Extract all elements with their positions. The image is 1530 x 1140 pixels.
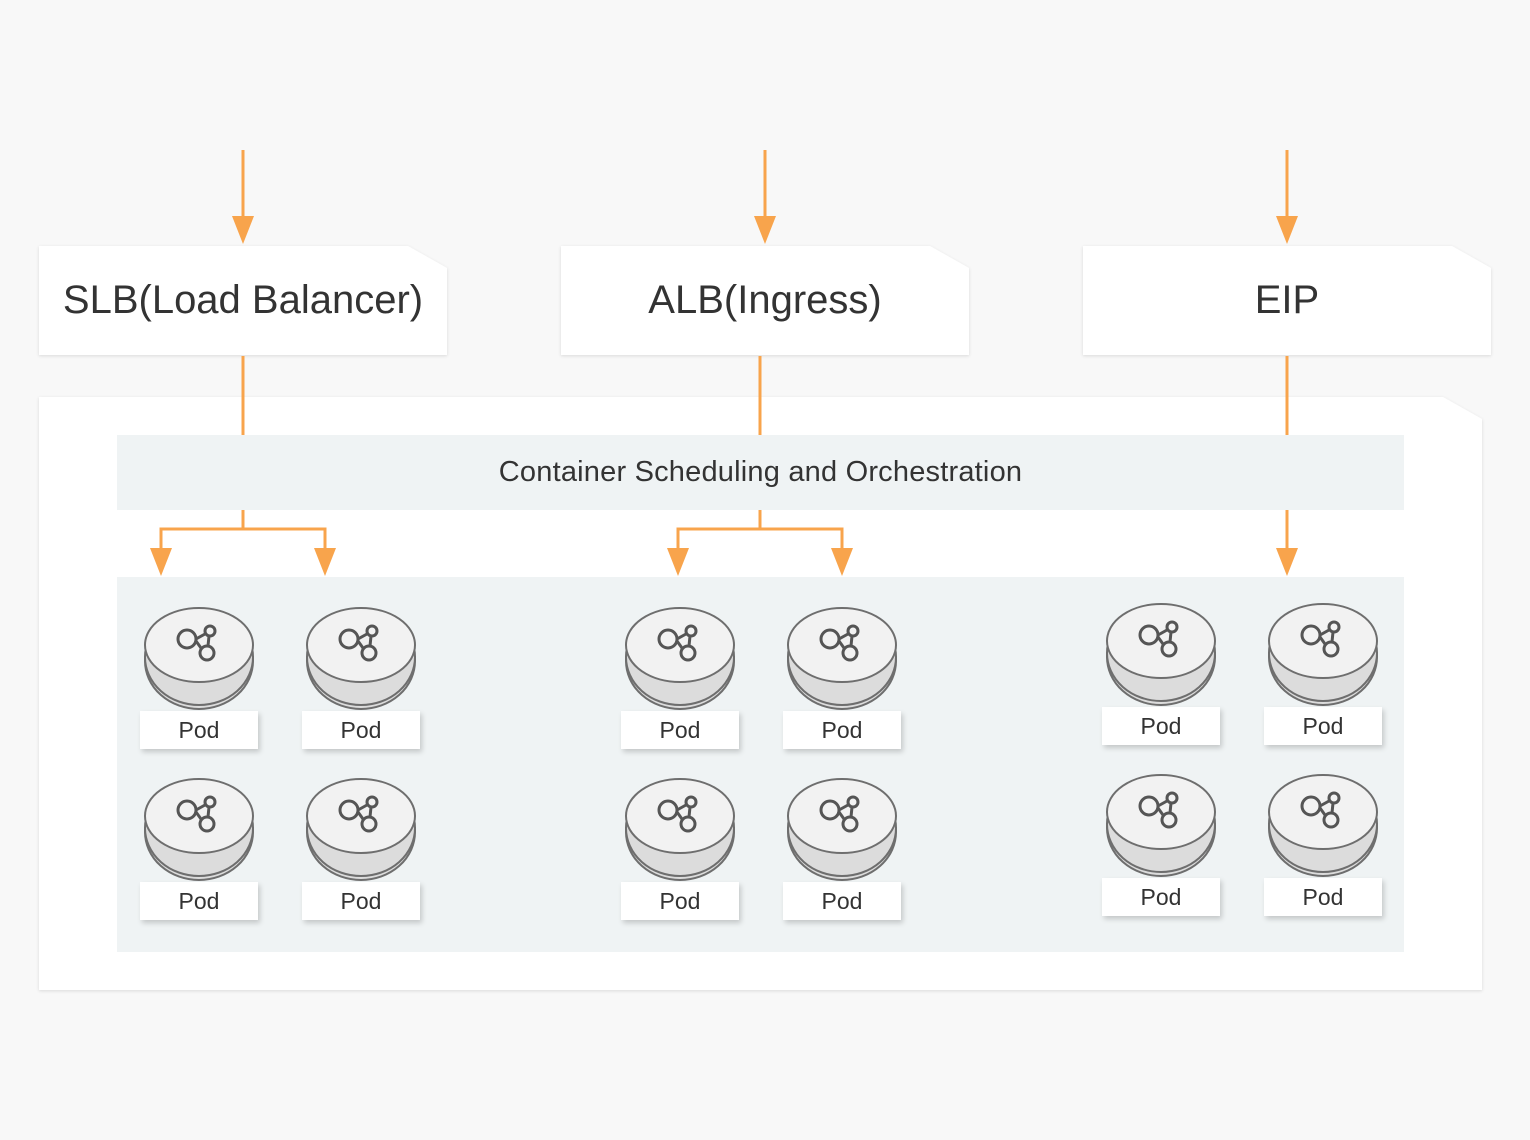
pod-label: Pod (1102, 878, 1220, 916)
pod-label: Pod (1264, 707, 1382, 745)
entry-label-alb: ALB(Ingress) (648, 277, 882, 322)
pod-slb-3: Pod (140, 778, 258, 928)
eip-card (1083, 246, 1491, 355)
pod-eip-3: Pod (1102, 774, 1220, 924)
pod-network-icon (1106, 603, 1216, 706)
pod-alb-4: Pod (783, 778, 901, 928)
pod-network-icon (144, 607, 254, 710)
alb-card (561, 246, 969, 355)
pod-alb-3: Pod (621, 778, 739, 928)
pod-label: Pod (1102, 707, 1220, 745)
pod-label: Pod (140, 711, 258, 749)
pod-slb-4: Pod (302, 778, 420, 928)
pod-label: Pod (1264, 878, 1382, 916)
entry-label-slb: SLB(Load Balancer) (62, 277, 424, 322)
pod-alb-1: Pod (621, 607, 739, 757)
slb-branch-connector (159, 510, 245, 552)
pod-network-icon (1268, 603, 1378, 706)
pod-network-icon (625, 778, 735, 881)
scheduler-band (117, 435, 1404, 510)
pod-eip-1: Pod (1102, 603, 1220, 753)
pod-label: Pod (140, 882, 258, 920)
pod-network-icon (1106, 774, 1216, 877)
pod-slb-1: Pod (140, 607, 258, 757)
pod-network-icon (306, 778, 416, 881)
pod-network-icon (306, 607, 416, 710)
alb-branch-connector (676, 510, 762, 552)
arrow-down-icon (150, 548, 172, 576)
pod-label: Pod (302, 711, 420, 749)
pod-label: Pod (621, 882, 739, 920)
arrow-down-icon (232, 216, 254, 244)
pod-label: Pod (783, 882, 901, 920)
pod-network-icon (1268, 774, 1378, 877)
pod-network-icon (787, 607, 897, 710)
entry-label-eip: EIP (1254, 277, 1320, 322)
pod-label: Pod (621, 711, 739, 749)
pod-eip-4: Pod (1264, 774, 1382, 924)
pod-label: Pod (302, 882, 420, 920)
arrow-down-icon (314, 548, 336, 576)
arrow-down-icon (754, 216, 776, 244)
alb-branch-connector (760, 527, 844, 552)
pod-network-icon (787, 778, 897, 881)
arrow-down-icon (667, 548, 689, 576)
arrow-down-icon (1276, 548, 1298, 576)
pod-slb-2: Pod (302, 607, 420, 757)
pod-alb-2: Pod (783, 607, 901, 757)
pod-eip-2: Pod (1264, 603, 1382, 753)
arrow-down-icon (831, 548, 853, 576)
arrow-down-icon (1276, 216, 1298, 244)
pod-network-icon (625, 607, 735, 710)
scheduler-label: Container Scheduling and Orchestration (498, 456, 1023, 488)
pod-label: Pod (783, 711, 901, 749)
slb-card (39, 246, 447, 355)
pod-network-icon (144, 778, 254, 881)
slb-branch-connector (243, 527, 327, 552)
